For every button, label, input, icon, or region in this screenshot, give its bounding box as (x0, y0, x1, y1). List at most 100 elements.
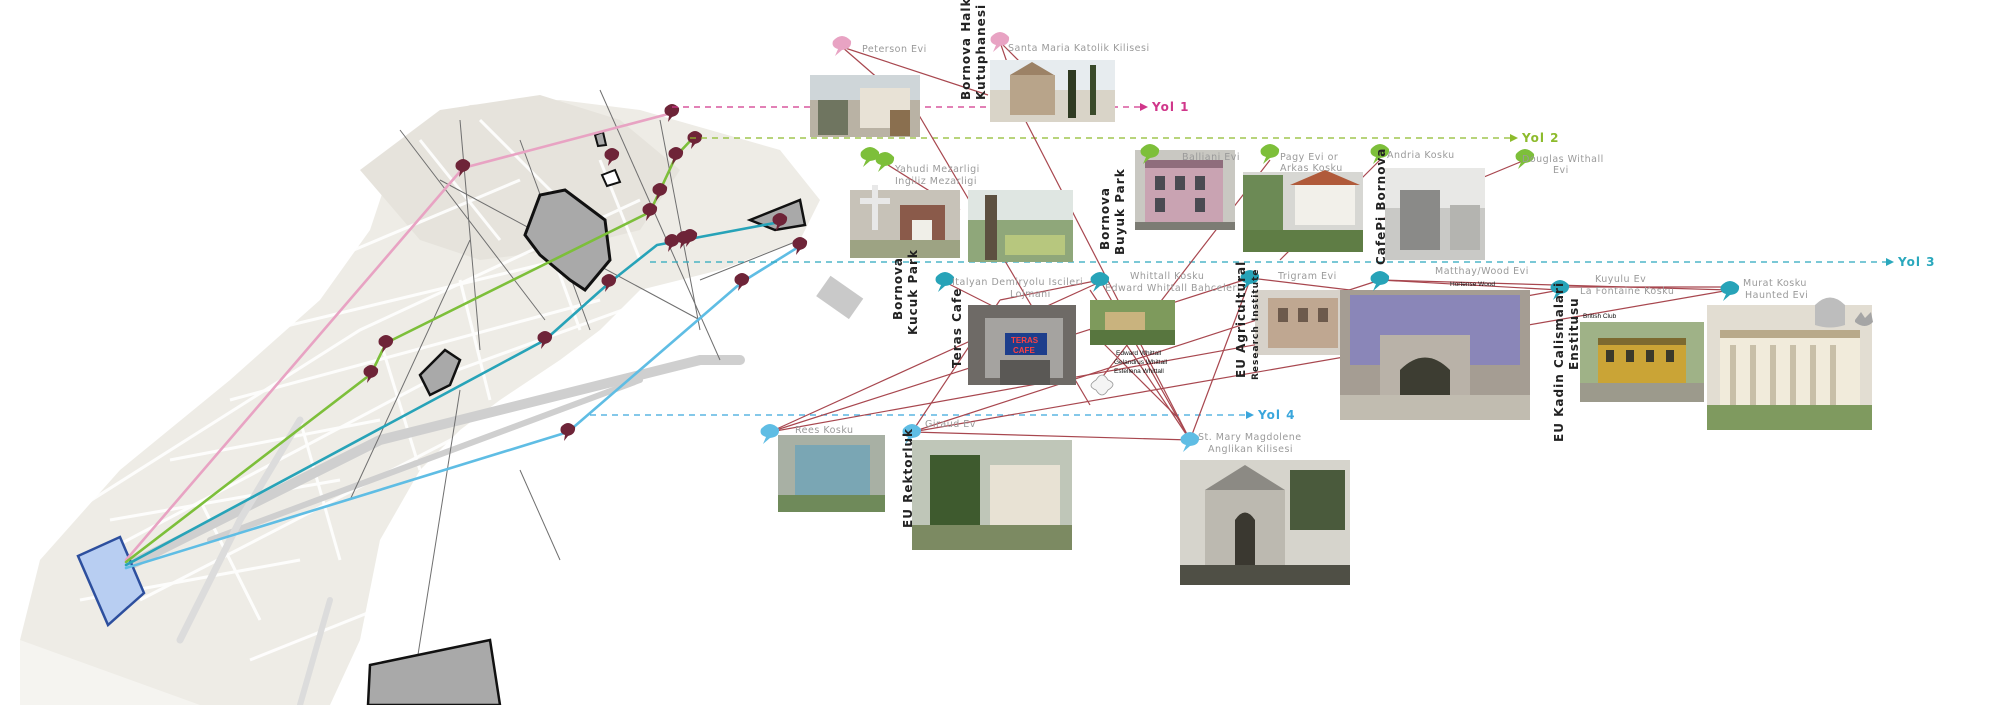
marker-pin-icon (1550, 280, 1570, 300)
label-giraud-ev: Giraud Ev (925, 419, 976, 430)
label-ingiliz-mezarligi: Ingiliz Mezarligi (895, 176, 977, 187)
label-arkas-kosku: Arkas Kosku (1280, 163, 1343, 174)
label-whittall-bahceleri: Edward Whittall Bahceleri (1105, 283, 1240, 294)
cat-icon (1855, 312, 1873, 326)
axis-lines (349, 89, 801, 705)
marker-pin-icon (1140, 144, 1160, 164)
marker-pin-icon (1515, 149, 1535, 169)
marker-pin-icon (832, 36, 852, 56)
route-node (604, 148, 620, 166)
route-nodes (363, 104, 808, 441)
route-node (642, 203, 658, 221)
route-4-label: Yol 4 (1257, 408, 1295, 422)
label-edward-whittall: Edward Whittall (1116, 350, 1162, 357)
landmark-polygon (418, 348, 462, 397)
marker-pin-icon (1180, 432, 1200, 452)
route-3-label: Yol 3 (1897, 255, 1935, 269)
photo-cemetery (850, 185, 960, 258)
landmark-polygon (600, 168, 622, 188)
photo-park (968, 190, 1073, 262)
label-teras-cafe: Teras Cafe (950, 288, 964, 368)
label-lojmani: Lojmani (1010, 289, 1051, 300)
marker-pin-icon (902, 424, 922, 444)
label-enstitusu: Enstitusu (1567, 297, 1581, 370)
photo-teras-cafe: TERAS CAFE (968, 305, 1076, 385)
marker-pin-icon (935, 272, 955, 292)
photo-andria-kosku (1385, 168, 1485, 260)
base-map (20, 95, 864, 705)
label-british-club: British Club (1583, 313, 1617, 320)
route-node (378, 335, 394, 353)
route-node (560, 423, 576, 441)
tiny-labels: Hortense Wood British Club Edward Whitta… (1114, 281, 1617, 375)
label-kuyulu-ev: Kuyulu Ev (1595, 274, 1646, 285)
marker-pin-icon (875, 152, 895, 172)
label-haunted-evi: Haunted Evi (1745, 290, 1808, 301)
photo-st-mary (1180, 460, 1350, 585)
label-buyuk-park: Buyuk Park (1113, 168, 1127, 255)
photo-pagy-evi (1243, 170, 1363, 252)
label-bornova-buyuk: Bornova (1098, 187, 1112, 250)
label-cafepi: CafePi Bornova (1374, 148, 1388, 265)
photo-peterson-evi (810, 75, 920, 137)
sign-text: TERAS (1011, 336, 1039, 345)
sign-text: CAFE (1013, 346, 1035, 355)
route-node (664, 104, 680, 122)
route-node (668, 147, 684, 165)
marker-pin-icon (1240, 270, 1260, 290)
marker-pin-icon (1720, 281, 1740, 301)
ghost-icon (1815, 297, 1845, 328)
route-4-line (124, 244, 802, 570)
route-node (734, 273, 750, 291)
label-santa-maria: Santa Maria Katolik Kilisesi (1008, 43, 1150, 54)
route-node (682, 229, 698, 247)
route-guide-arrows (1140, 103, 1894, 419)
route-node (601, 274, 617, 292)
label-la-fontaine: La Fontaine Kosku (1580, 286, 1674, 297)
label-pagy-evi: Pagy Evi or (1280, 152, 1338, 163)
label-murat-kosku: Murat Kosku (1743, 278, 1807, 289)
label-italyan-demiryolu: Italyan Demiryolu Iscileri (952, 277, 1083, 288)
label-bornova-halk: Bornova Halk (959, 0, 973, 100)
marker-pin-icon (990, 32, 1010, 52)
label-hortense-wood: Hortense Wood (1450, 281, 1495, 288)
landmark-polygon (366, 638, 502, 705)
route-node (792, 237, 808, 255)
landmark-polygon (523, 188, 612, 292)
marker-pin-icon (860, 147, 880, 167)
marker-pin-icon (760, 424, 780, 444)
label-balliani-evi: Balliani Evi (1182, 152, 1240, 163)
route-labels: Yol 1 Yol 2 Yol 3 Yol 4 (1151, 100, 1935, 422)
route-2-label: Yol 2 (1521, 131, 1559, 145)
route-node (772, 213, 788, 231)
label-bornova-kucuk: Bornova (891, 257, 905, 320)
label-st-mary: St. Mary Magdolene (1198, 432, 1302, 443)
label-andria-kosku: Andria Kosku (1387, 150, 1455, 161)
route-node (537, 331, 553, 349)
label-research-institute: Research Institute (1251, 269, 1261, 381)
label-rees-kosku: Rees Kosku (795, 425, 854, 436)
label-peterson-evi: Peterson Evi (862, 44, 927, 55)
label-eu-kadin: EU Kadin Calismalari (1552, 282, 1566, 442)
label-whittall-kosku: Whittall Kosku (1130, 271, 1204, 282)
route-3-line (124, 220, 782, 567)
route-node (455, 159, 471, 177)
photo-rees-kosku (778, 435, 885, 512)
decor (1090, 297, 1873, 396)
route-node (664, 234, 680, 252)
label-douglas-withall: Douglas Withall (1522, 154, 1604, 165)
marker-pin-icon (1090, 272, 1110, 292)
label-estellena-whittall: Estellena Whittall (1114, 368, 1164, 375)
label-eu-rektorluk: EU Rektorluk (901, 428, 915, 528)
route-node (652, 183, 668, 201)
grey-block (816, 275, 864, 320)
route-node (363, 365, 379, 383)
photo-balliani-evi (1135, 150, 1235, 230)
label-kucuk-park: Kucuk Park (906, 249, 920, 335)
photo-kuyulu-ev (1580, 322, 1704, 402)
label-eu-agricultural: EU Agricultural (1234, 261, 1248, 378)
photo-matthay-wood-evi (1340, 290, 1530, 420)
photos: TERAS CAFE (778, 60, 1872, 585)
photo-rektorluk (912, 440, 1072, 550)
